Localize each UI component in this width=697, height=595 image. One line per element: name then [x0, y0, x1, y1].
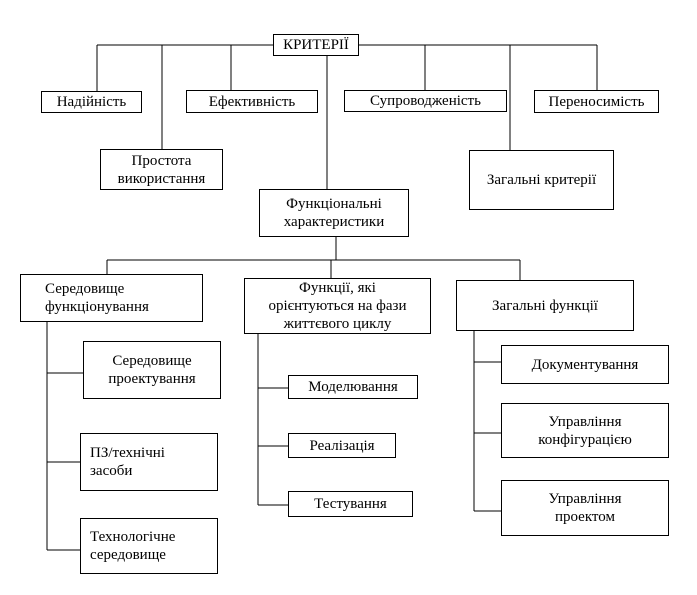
lifecycle-group-box: Функції, які орієнтуються на фази життєв… — [244, 278, 431, 334]
environment-item-label: ПЗ/технічні засоби — [90, 445, 165, 479]
general-functions-group-label: Загальні функції — [492, 297, 598, 314]
general-functions-item: Управління конфігурацією — [501, 403, 669, 458]
maintainability-label: Супроводженість — [370, 93, 481, 109]
general-criteria-box: Загальні критерії — [469, 150, 614, 210]
lifecycle-item-label: Тестування — [314, 496, 387, 512]
environment-group-box: Середовище функціонування — [20, 274, 203, 322]
environment-item: ПЗ/технічні засоби — [80, 433, 218, 491]
usability-box: Простота використання — [100, 149, 223, 190]
lifecycle-item: Моделювання — [288, 375, 418, 399]
lifecycle-item: Тестування — [288, 491, 413, 517]
environment-group-label: Середовище функціонування — [45, 281, 149, 315]
criteria-root-label: КРИТЕРІЇ — [283, 37, 349, 53]
usability-label: Простота використання — [117, 152, 206, 187]
general-functions-item: Документування — [501, 345, 669, 384]
general-functions-item: Управління проектом — [501, 480, 669, 536]
lifecycle-item-label: Моделювання — [308, 379, 398, 395]
general-functions-item-label: Документування — [531, 356, 639, 373]
reliability-box: Надійність — [41, 91, 142, 113]
maintainability-box: Супроводженість — [344, 90, 507, 112]
portability-label: Переносимість — [548, 93, 645, 110]
portability-box: Переносимість — [534, 90, 659, 113]
criteria-root: КРИТЕРІЇ — [273, 34, 359, 56]
environment-item-label: Технологічне середовище — [90, 529, 176, 563]
functional-characteristics-box: Функціональні характеристики — [259, 189, 409, 237]
lifecycle-group-label: Функції, які орієнтуються на фази життєв… — [268, 280, 407, 332]
general-functions-group-box: Загальні функції — [456, 280, 634, 331]
lifecycle-item: Реалізація — [288, 433, 396, 458]
efficiency-box: Ефективність — [186, 90, 318, 113]
environment-item-label: Середовище проектування — [108, 353, 196, 387]
general-functions-item-label: Управління проектом — [548, 491, 622, 525]
general-criteria-label: Загальні критерії — [486, 172, 597, 188]
environment-item: Технологічне середовище — [80, 518, 218, 574]
general-functions-item-label: Управління конфігурацією — [538, 413, 632, 448]
reliability-label: Надійність — [56, 94, 127, 110]
functional-characteristics-label: Функціональні характеристики — [283, 196, 385, 230]
environment-item: Середовище проектування — [83, 341, 221, 399]
lifecycle-item-label: Реалізація — [309, 437, 375, 454]
efficiency-label: Ефективність — [208, 93, 296, 110]
